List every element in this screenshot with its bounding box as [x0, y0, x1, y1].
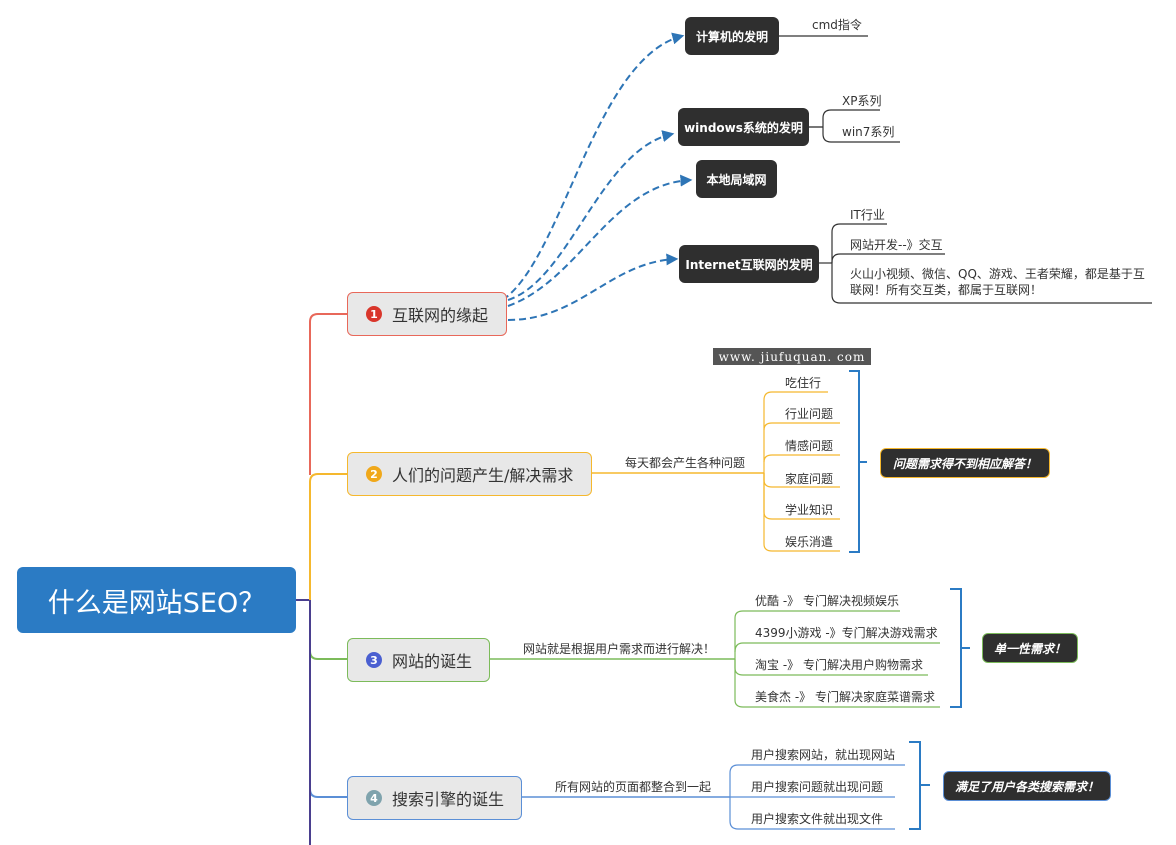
leaf-internet-apps[interactable]: 火山小视频、微信、QQ、游戏、王者荣耀，都是基于互联网！所有交互类，都属于互联网…	[850, 267, 1145, 297]
leaf-it-industry[interactable]: IT行业	[850, 208, 885, 222]
summary-topic-4[interactable]: 满足了用户各类搜索需求！	[943, 771, 1111, 801]
spine-branch1	[309, 313, 347, 475]
leaf-cmd[interactable]: cmd指令	[812, 18, 862, 32]
leaf-item[interactable]: 情感问题	[785, 439, 834, 453]
leaf-item[interactable]: 吃住行	[785, 376, 822, 390]
topic-4[interactable]: 4 搜索引擎的诞生	[347, 776, 522, 820]
leaf-item[interactable]: 家庭问题	[785, 472, 834, 486]
topic-4-connector-label: 所有网站的页面都整合到一起	[555, 780, 712, 794]
leaf-xp[interactable]: XP系列	[842, 94, 882, 108]
node-lan[interactable]: 本地局域网	[696, 160, 777, 198]
topic-2-connector-label: 每天都会产生各种问题	[625, 456, 746, 470]
leaf-item[interactable]: 用户搜索文件就出现文件	[751, 812, 884, 826]
node-computer-invention-label: 计算机的发明	[695, 29, 768, 44]
summary-topic-4-label: 满足了用户各类搜索需求！	[954, 779, 1099, 794]
spine-branch3	[309, 600, 347, 660]
node-internet-invention-label: Internet互联网的发明	[685, 257, 813, 272]
bracket-topic2	[849, 370, 867, 553]
spine-branch4	[309, 600, 347, 798]
node-lan-label: 本地局域网	[706, 172, 767, 187]
leaf-item[interactable]: 娱乐消遣	[785, 535, 834, 549]
root-topic[interactable]: 什么是网站SEO？	[17, 567, 296, 633]
leaf-item[interactable]: 用户搜索问题就出现问题	[751, 780, 884, 794]
leaf-item[interactable]: 学业知识	[785, 503, 834, 517]
topic-1[interactable]: 1 互联网的缘起	[347, 292, 507, 336]
spine-branch2	[309, 473, 347, 600]
node-internet-invention[interactable]: Internet互联网的发明	[679, 245, 819, 283]
leaf-item[interactable]: 行业问题	[785, 407, 834, 421]
dashed-arrow-internet	[507, 253, 679, 321]
summary-topic-2[interactable]: 问题需求得不到相应解答！	[880, 448, 1050, 478]
leaf-item[interactable]: 用户搜索网站，就出现网站	[751, 748, 896, 762]
topic-3-label: 网站的诞生	[392, 652, 473, 671]
dashed-arrow-windows	[507, 130, 675, 301]
summary-topic-3-label: 单一性需求！	[993, 641, 1066, 656]
node-windows-invention-label: windows系统的发明	[684, 120, 803, 135]
number-badge-icon: 3	[366, 652, 382, 668]
dashed-arrow-lan	[507, 174, 693, 307]
leaf-win7[interactable]: win7系列	[842, 125, 895, 139]
leaf-item[interactable]: 淘宝 -》 专门解决用户购物需求	[755, 658, 923, 672]
summary-topic-3[interactable]: 单一性需求！	[982, 633, 1078, 663]
node-windows-invention[interactable]: windows系统的发明	[678, 108, 809, 146]
topic-2[interactable]: 2 人们的问题产生/解决需求	[347, 452, 592, 496]
root-topic-label: 什么是网站SEO？	[47, 587, 266, 619]
number-badge-icon: 1	[366, 306, 382, 322]
topic-2-label: 人们的问题产生/解决需求	[392, 466, 574, 485]
topic-4-label: 搜索引擎的诞生	[392, 790, 505, 809]
topic-3-connector-label: 网站就是根据用户需求而进行解决！	[523, 642, 716, 656]
number-badge-icon: 4	[366, 790, 382, 806]
watermark: www. jiufuquan. com	[713, 348, 871, 365]
leaf-item[interactable]: 4399小游戏 -》专门解决游戏需求	[755, 626, 938, 640]
bracket-topic4	[909, 741, 930, 830]
leaf-item[interactable]: 美食杰 -》 专门解决家庭菜谱需求	[755, 690, 935, 704]
topic-3[interactable]: 3 网站的诞生	[347, 638, 490, 682]
leaf-web-dev[interactable]: 网站开发--》交互	[850, 238, 943, 252]
leaf-item[interactable]: 优酷 -》 专门解决视频娱乐	[755, 594, 899, 608]
summary-topic-2-label: 问题需求得不到相应解答！	[892, 456, 1037, 471]
bracket-topic3	[950, 588, 970, 708]
topic-1-label: 互联网的缘起	[392, 306, 489, 325]
dashed-arrow-computer	[492, 32, 685, 306]
node-computer-invention[interactable]: 计算机的发明	[685, 17, 779, 55]
number-badge-icon: 2	[366, 466, 382, 482]
